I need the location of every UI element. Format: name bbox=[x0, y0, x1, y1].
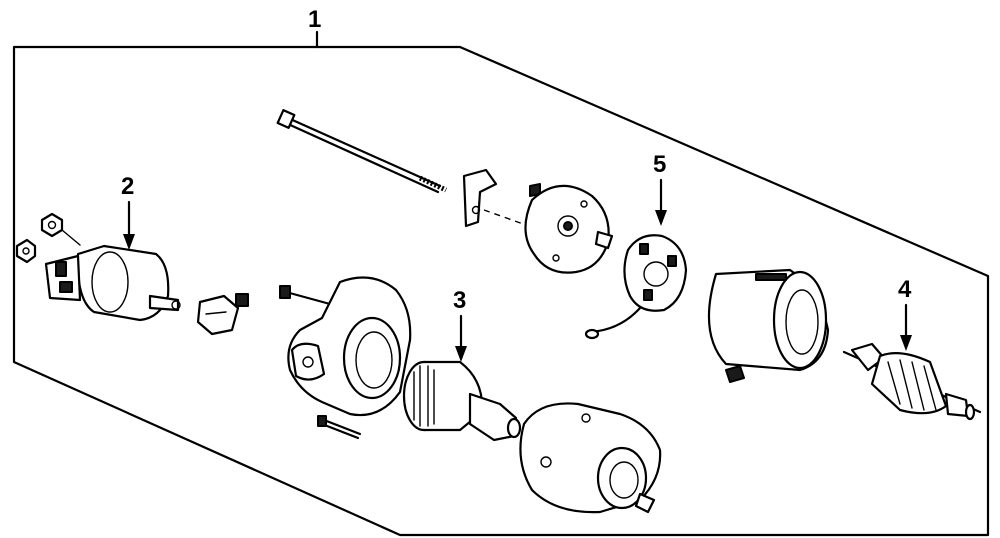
callout-2-label: 2 bbox=[121, 173, 134, 200]
armature bbox=[842, 342, 982, 421]
front-nose-housing bbox=[519, 402, 662, 514]
callout-3-label: 3 bbox=[453, 287, 466, 314]
drive-gear bbox=[402, 360, 522, 442]
solenoid bbox=[44, 244, 181, 322]
through-bolt bbox=[276, 109, 448, 194]
callout-4-arrow-head bbox=[900, 335, 912, 351]
callout-5[interactable]: 5 bbox=[653, 151, 667, 226]
callout-3[interactable]: 3 bbox=[453, 287, 467, 362]
callout-1-label: 1 bbox=[308, 6, 321, 33]
callout-3-arrow-head bbox=[455, 346, 467, 362]
callout-1[interactable]: 1 bbox=[308, 6, 321, 49]
callout-5-label: 5 bbox=[653, 151, 666, 178]
nut-and-washer bbox=[15, 212, 81, 264]
callout-2[interactable]: 2 bbox=[121, 173, 135, 250]
yoke-field-frame bbox=[707, 268, 830, 383]
callout-5-arrow-head bbox=[655, 210, 667, 226]
terminal-boot bbox=[196, 293, 249, 336]
drive-end-housing bbox=[279, 276, 412, 440]
callout-4-label: 4 bbox=[898, 276, 912, 303]
callout-4[interactable]: 4 bbox=[898, 276, 912, 351]
rear-end-cover bbox=[524, 184, 614, 274]
assembly-boundary bbox=[12, 45, 990, 537]
brush-holder bbox=[584, 234, 688, 340]
callout-2-arrow-head bbox=[123, 234, 135, 250]
